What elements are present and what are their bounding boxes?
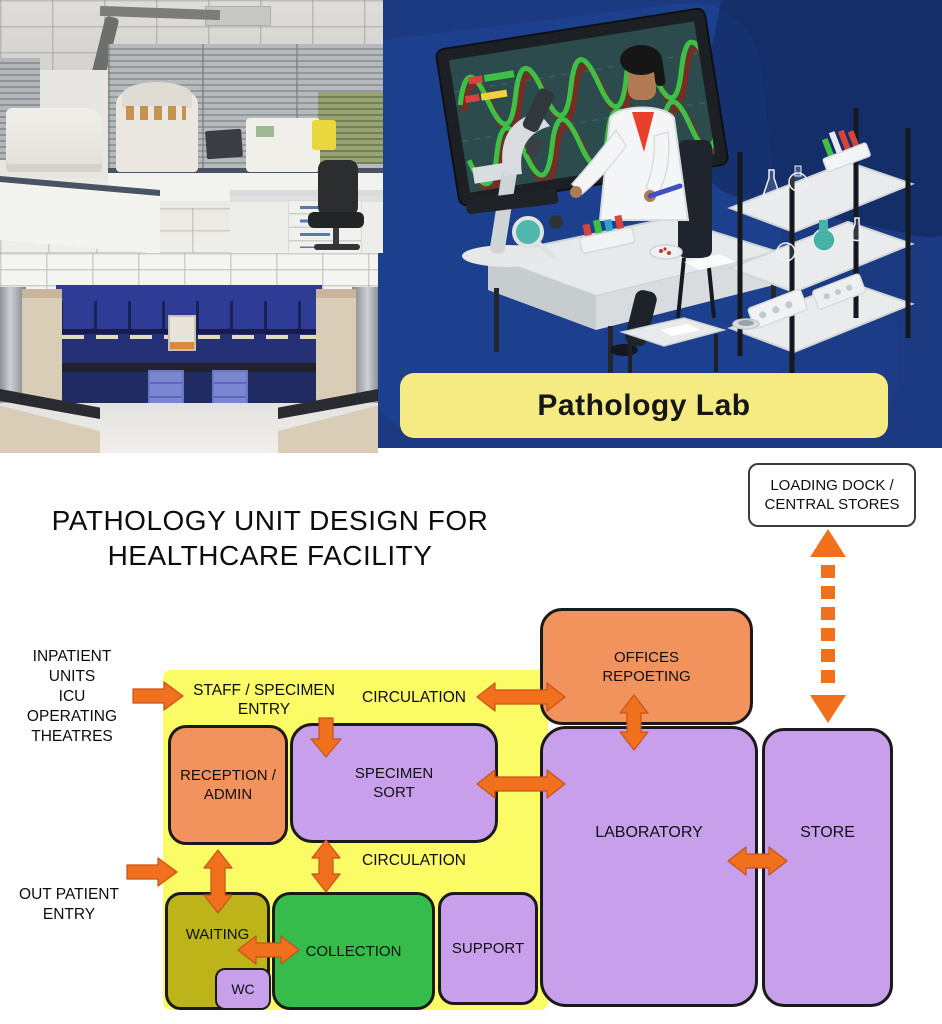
circulation-top-label: CIRCULATION <box>362 689 466 706</box>
photo2-instrument <box>168 315 196 351</box>
diagram-title: PATHOLOGY UNIT DESIGN FOR HEALTHCARE FAC… <box>30 503 510 573</box>
room-collection-label: COLLECTION <box>305 942 402 960</box>
room-reception-admin: RECEPTION / ADMIN <box>168 725 288 845</box>
diagram-title-line2: HEALTHCARE FACILITY <box>107 540 433 571</box>
photo1-processor-dome <box>122 82 192 108</box>
photo1-chair-base <box>314 244 360 250</box>
room-support-label: SUPPORT <box>451 940 525 957</box>
pathology-lab-illustration-panel: Pathology Lab <box>378 0 942 448</box>
photo-modern-lab <box>0 253 378 453</box>
photo2-countertop <box>34 363 344 372</box>
room-wc: WC <box>215 968 271 1010</box>
pathology-unit-diagram: PATHOLOGY UNIT DESIGN FOR HEALTHCARE FAC… <box>0 455 942 1024</box>
photo1-chair-seat <box>308 212 364 228</box>
loading-dock-box: LOADING DOCK / CENTRAL STORES <box>748 463 916 527</box>
diagram-title-line1: PATHOLOGY UNIT DESIGN FOR <box>51 505 489 536</box>
photo1-analyzer-left <box>6 108 102 172</box>
room-laboratory: LABORATORY <box>540 726 758 1007</box>
inpatient-units-label: INPATIENT UNITS ICU OPERATING THEATRES <box>26 648 118 745</box>
photo2-undercounter <box>58 372 320 406</box>
glassware-middle-shelf <box>776 217 865 262</box>
circulation-mid-label: CIRCULATION <box>362 852 466 869</box>
pathology-lab-banner: Pathology Lab <box>400 373 888 438</box>
room-wc-label: WC <box>231 980 255 997</box>
pathology-lab-illustration <box>378 0 942 448</box>
room-laboratory-label: LABORATORY <box>595 824 703 841</box>
photo1-chair-post <box>333 228 339 246</box>
photo1-yellow-container <box>312 120 336 150</box>
outpatient-entry-label: OUT PATIENT ENTRY <box>19 886 119 923</box>
room-waiting-label: WAITING <box>185 926 250 943</box>
side-table <box>619 317 727 378</box>
photo1-left-counter <box>0 176 160 253</box>
room-specimen-sort-label: SPECIMEN SORT <box>354 765 434 801</box>
room-offices-reporting-label: OFFICES REPOETING <box>602 648 691 685</box>
photo2-ceiling <box>0 253 378 289</box>
room-offices-reporting: OFFICES REPOETING <box>540 608 753 725</box>
pathology-lab-banner-label: Pathology Lab <box>537 388 751 422</box>
room-reception-admin-label: RECEPTION / ADMIN <box>180 767 276 803</box>
glassware-bottom-shelf <box>732 273 866 330</box>
room-specimen-sort: SPECIMEN SORT <box>290 723 498 843</box>
photo1-laptop <box>205 128 243 160</box>
room-store-label: STORE <box>800 824 855 841</box>
photo1-reagent-bottles <box>126 106 186 120</box>
photo2-cabinet-right-top <box>316 289 356 298</box>
glassware-shelf-rack <box>727 108 915 374</box>
microscope <box>462 88 563 267</box>
room-support: SUPPORT <box>438 892 538 1005</box>
room-collection: COLLECTION <box>272 892 435 1010</box>
glassware-top-shelf <box>762 129 871 200</box>
room-store: STORE <box>762 728 893 1007</box>
staff-specimen-entry-label: STAFF / SPECIMEN ENTRY <box>193 682 335 718</box>
desk-specimens <box>578 214 736 270</box>
scientist-figure <box>570 45 716 356</box>
photo1-analyzer-screen <box>256 126 274 137</box>
arrow-loading-dock-store-dashed <box>810 529 846 723</box>
photo-clinical-laboratory <box>0 0 383 253</box>
photo2-cabinet-left-top <box>22 289 62 298</box>
photo1-chair-back <box>318 160 358 216</box>
